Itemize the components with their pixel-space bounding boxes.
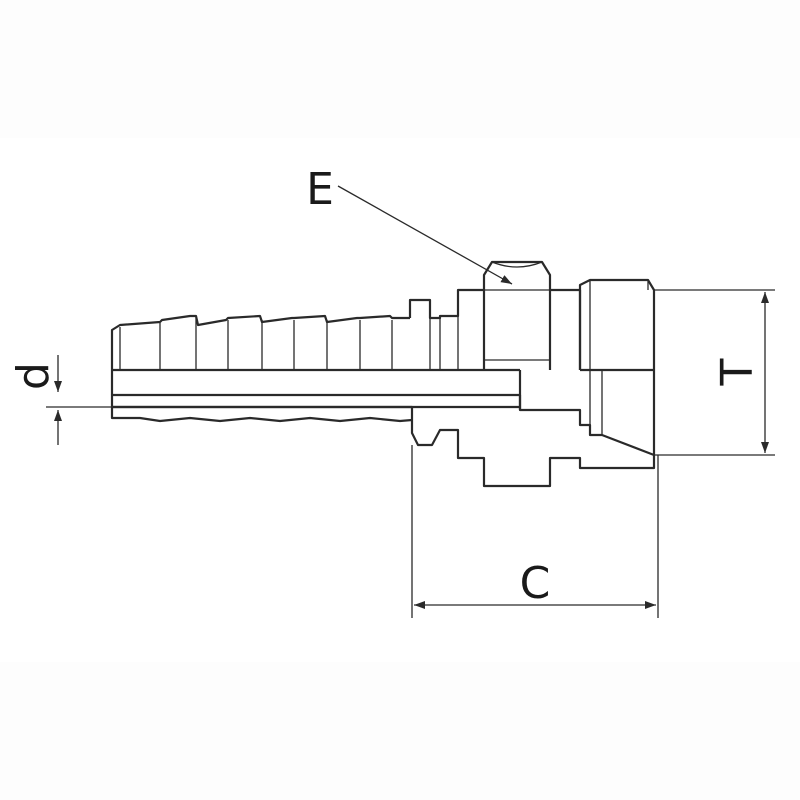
label-t: T bbox=[712, 358, 763, 386]
label-e: E bbox=[306, 164, 334, 215]
collar bbox=[408, 288, 486, 370]
dimension-c: C bbox=[411, 445, 659, 618]
leader-e: E bbox=[306, 164, 513, 285]
label-c: C bbox=[520, 558, 551, 609]
thread-end bbox=[578, 278, 656, 455]
top-band bbox=[0, 0, 800, 138]
spacer bbox=[550, 288, 582, 370]
hatched-section bbox=[110, 393, 656, 488]
section-view bbox=[110, 393, 656, 488]
hex-nut bbox=[482, 260, 552, 370]
dimension-d: d bbox=[8, 355, 112, 445]
dimension-t: T bbox=[654, 289, 775, 456]
outside-view bbox=[110, 260, 656, 455]
hose-tail-barbs bbox=[110, 314, 410, 395]
label-d: d bbox=[8, 362, 59, 390]
barb-lines bbox=[119, 318, 393, 370]
bottom-band bbox=[0, 662, 800, 800]
tail-bottom-profile bbox=[110, 407, 413, 423]
